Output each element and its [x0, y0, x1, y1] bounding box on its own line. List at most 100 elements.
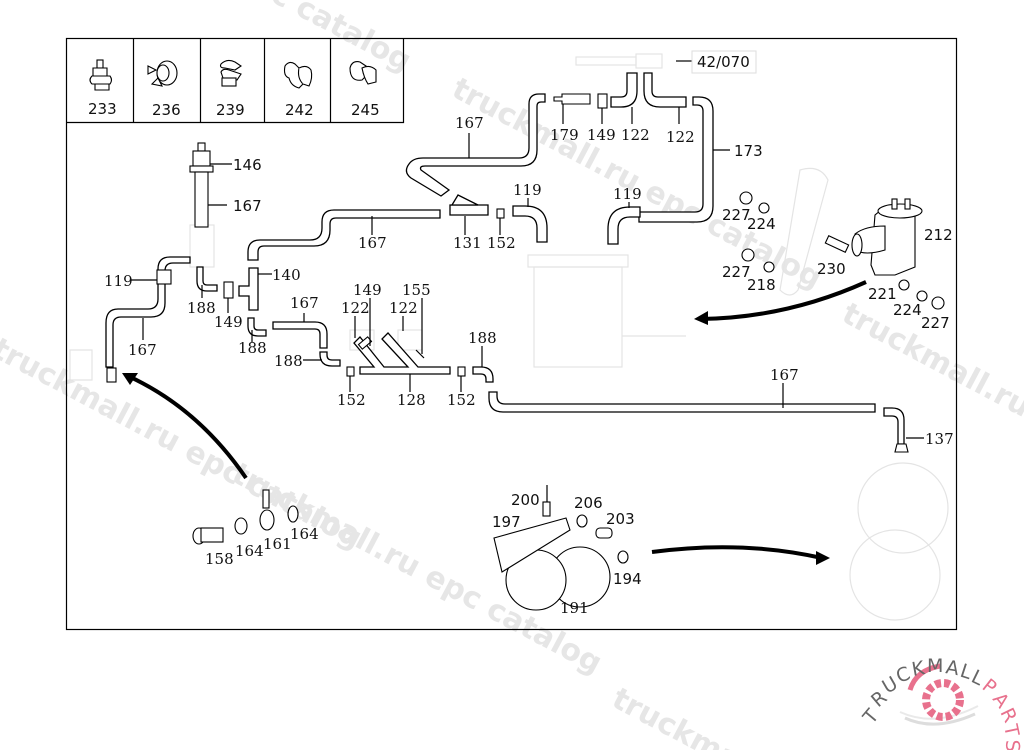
- clip-label: 236: [152, 101, 181, 119]
- nuts-washers: [739, 191, 945, 310]
- hose-167-mid: [247, 209, 441, 261]
- callout-167[interactable]: 167: [455, 114, 484, 132]
- callout-164[interactable]: 164: [235, 542, 264, 560]
- logo-text-truckmall: A: [944, 656, 962, 680]
- callout-labels: 146 167 119 188 149 140 167 188 167 167 …: [104, 114, 954, 617]
- callout-179[interactable]: 179: [550, 126, 579, 144]
- part-146-vent: [189, 142, 214, 228]
- clip-236-icon: [147, 60, 178, 87]
- callout-140[interactable]: 140: [272, 266, 301, 284]
- callout-188[interactable]: 188: [274, 352, 303, 370]
- callout-167[interactable]: 167: [128, 341, 157, 359]
- callout-149[interactable]: 149: [353, 281, 382, 299]
- part-119-elbow: [607, 206, 641, 245]
- callout-122[interactable]: 122: [389, 299, 418, 317]
- callout-155[interactable]: 155: [402, 281, 431, 299]
- part-128-manifold: [353, 332, 451, 375]
- callout-227[interactable]: 227: [722, 206, 751, 224]
- callout-122[interactable]: 122: [341, 299, 370, 317]
- ghost-components: [69, 53, 949, 621]
- part-230-sensor: [824, 234, 850, 254]
- callout-221[interactable]: 221: [868, 285, 897, 303]
- leader-lines: [130, 104, 924, 502]
- clip-label: 242: [285, 101, 314, 119]
- hose-system: [105, 72, 909, 453]
- clip-legend-table: 233 236 239 242 245: [66, 38, 405, 124]
- callout-152[interactable]: 152: [487, 234, 516, 252]
- callout-224[interactable]: 224: [893, 301, 922, 319]
- clip-239-icon: [219, 59, 242, 87]
- part-140-tee: [238, 267, 259, 311]
- part-131-tee: [449, 204, 489, 216]
- hose-167-long: [488, 391, 876, 413]
- part-152-connector: [496, 208, 505, 219]
- part-152-connector: [457, 366, 466, 377]
- reference-label[interactable]: 42/070: [697, 53, 750, 71]
- callout-164[interactable]: 164: [290, 525, 319, 543]
- truckmallparts-logo[interactable]: T R U C K M A L L P A R T S: [858, 655, 1023, 750]
- part-122-elbow: [643, 72, 687, 108]
- hose-167-top: [405, 93, 546, 197]
- callout-146[interactable]: 146: [233, 156, 262, 174]
- callout-230[interactable]: 230: [817, 260, 846, 278]
- callout-167[interactable]: 167: [233, 197, 262, 215]
- logo-text-truckmall: K: [910, 657, 927, 681]
- callout-200[interactable]: 200: [511, 491, 540, 509]
- callout-119[interactable]: 119: [513, 181, 542, 199]
- callout-194[interactable]: 194: [613, 570, 642, 588]
- callout-152[interactable]: 152: [337, 391, 366, 409]
- banjo-fitting-group: [192, 489, 299, 545]
- callout-173[interactable]: 173: [734, 142, 763, 160]
- callout-188[interactable]: 188: [187, 299, 216, 317]
- part-179-connector: [553, 93, 591, 105]
- callout-161[interactable]: 161: [263, 535, 292, 553]
- diagram-frame: [65, 37, 958, 631]
- callout-167[interactable]: 167: [358, 234, 387, 252]
- callout-167[interactable]: 167: [290, 294, 319, 312]
- callout-149[interactable]: 149: [214, 313, 243, 331]
- callout-167[interactable]: 167: [770, 366, 799, 384]
- clip-245-icon: [349, 61, 377, 85]
- flow-arrows: [122, 280, 867, 565]
- callout-197[interactable]: 197: [492, 513, 521, 531]
- part-149-connector-top: [597, 93, 608, 109]
- pump-assembly-212: [851, 198, 923, 276]
- clip-242-icon: [283, 61, 313, 89]
- callout-206[interactable]: 206: [574, 494, 603, 512]
- callout-188[interactable]: 188: [238, 339, 267, 357]
- clip-label: 239: [216, 101, 245, 119]
- callout-188[interactable]: 188: [468, 329, 497, 347]
- part-152-connector: [346, 366, 355, 377]
- watermark-text: pc catalog: [246, 0, 417, 79]
- reference-callout: 42/070: [676, 50, 757, 74]
- callout-119[interactable]: 119: [613, 185, 642, 203]
- callout-227[interactable]: 227: [722, 263, 751, 281]
- part-149-connector: [223, 281, 234, 299]
- callout-131[interactable]: 131: [453, 234, 482, 252]
- callout-203[interactable]: 203: [606, 510, 635, 528]
- callout-191[interactable]: 191: [560, 599, 589, 617]
- clip-label: 245: [351, 101, 380, 119]
- logo-text-truckmall: M: [927, 655, 944, 677]
- logo-text-parts: S: [1001, 739, 1023, 750]
- logo-text-truckmall: C: [893, 662, 914, 688]
- callout-128[interactable]: 128: [397, 391, 426, 409]
- callout-122[interactable]: 122: [666, 128, 695, 146]
- callout-224[interactable]: 224: [747, 215, 776, 233]
- callout-137[interactable]: 137: [925, 430, 954, 448]
- part-119-sleeve: [156, 269, 172, 285]
- clip-label: 233: [88, 100, 117, 118]
- part-119-elbow: [512, 205, 548, 243]
- hose-167-short: [272, 321, 328, 349]
- callout-158[interactable]: 158: [205, 550, 234, 568]
- callout-149[interactable]: 149: [587, 126, 616, 144]
- callout-122[interactable]: 122: [621, 126, 650, 144]
- callout-227[interactable]: 227: [921, 314, 950, 332]
- callout-152[interactable]: 152: [447, 391, 476, 409]
- clip-233-icon: [89, 59, 113, 91]
- callout-212[interactable]: 212: [924, 226, 953, 244]
- callout-218[interactable]: 218: [747, 276, 776, 294]
- callout-119[interactable]: 119: [104, 272, 133, 290]
- logo-text-parts: T: [999, 721, 1023, 739]
